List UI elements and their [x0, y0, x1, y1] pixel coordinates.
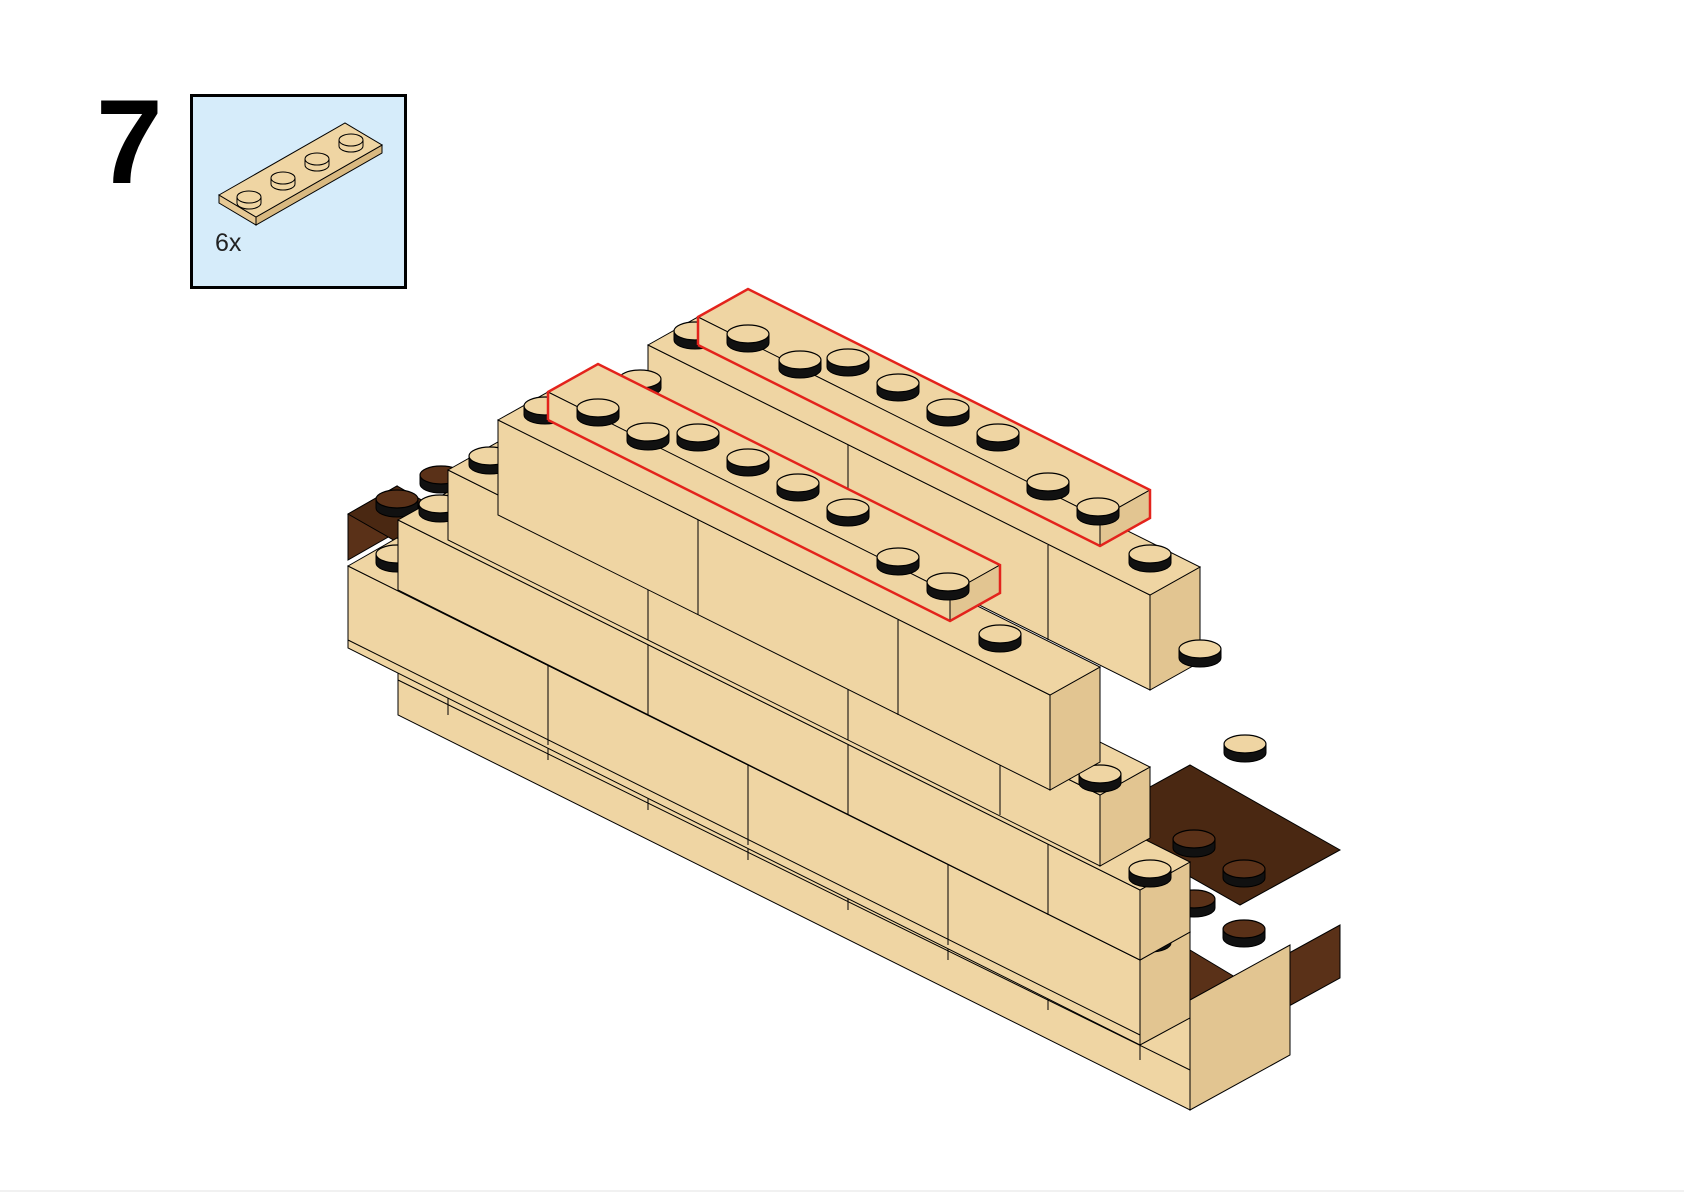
step-number: 7 [96, 75, 163, 209]
page-bottom-border [0, 1190, 1684, 1192]
plate-1x4-icon [218, 122, 383, 226]
part-quantity: 6x [215, 229, 242, 257]
new-plates-front [546, 362, 1002, 623]
parts-list-callout: 6x [190, 94, 407, 289]
new-plates-back [696, 287, 1152, 548]
